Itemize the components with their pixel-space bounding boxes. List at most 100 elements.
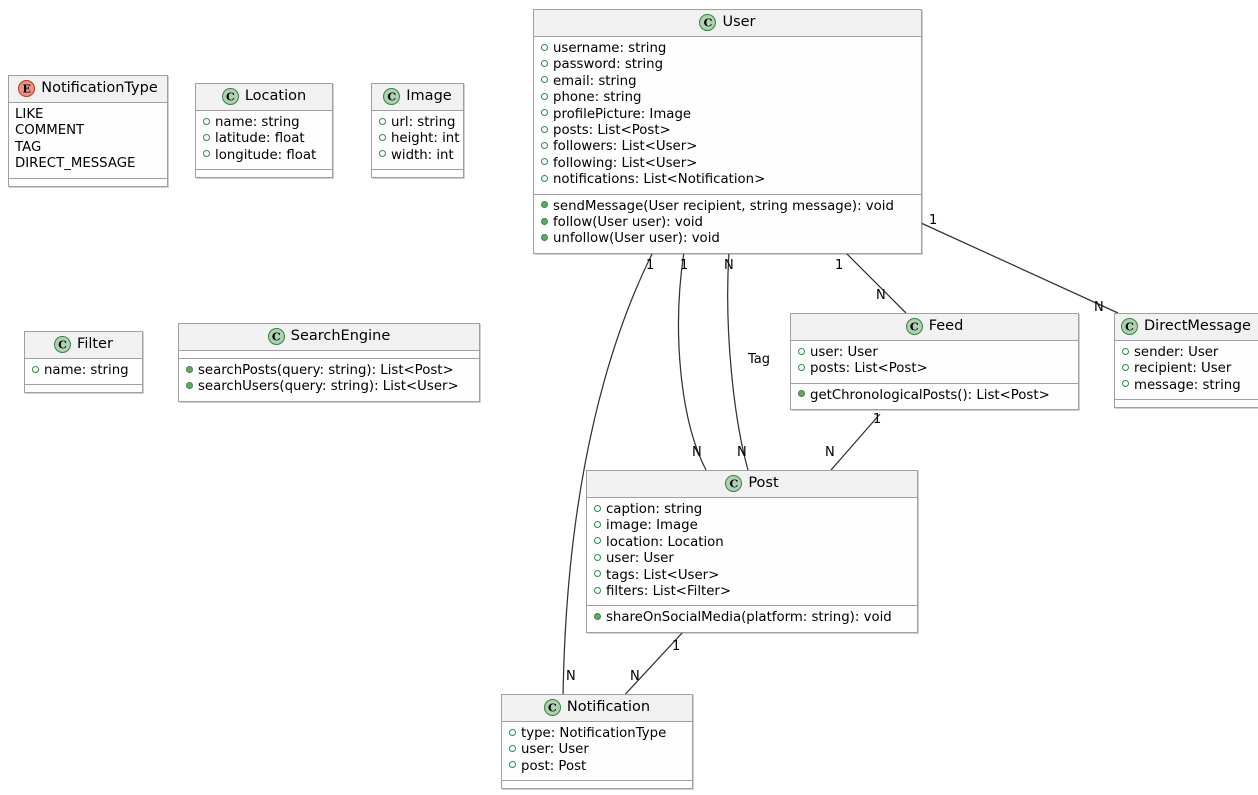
public-method-icon <box>541 201 548 209</box>
public-field-icon <box>594 537 601 545</box>
field-label: following: List<User> <box>553 155 698 171</box>
field-row: posts: List<Post> <box>540 123 915 139</box>
field-row: user: User <box>508 742 686 758</box>
class-name-image: Image <box>406 88 452 105</box>
public-field-icon <box>541 59 548 67</box>
field-label: posts: List<Post> <box>553 123 671 139</box>
methods-section-location-empty <box>196 169 332 178</box>
class-name-filter: Filter <box>77 336 113 353</box>
method-label: getChronologicalPosts(): List<Post> <box>810 387 1050 403</box>
methods-section-feed: getChronologicalPosts(): List<Post> <box>791 382 1078 410</box>
public-field-icon <box>541 92 548 100</box>
methods-section-directmessage-empty <box>1115 399 1258 408</box>
edge-user-directmessage <box>920 222 1119 314</box>
enum-value: DIRECT_MESSAGE <box>15 156 136 172</box>
field-row: longitude: float <box>202 148 326 164</box>
method-row: sendMessage(User recipient, string messa… <box>540 199 915 215</box>
field-label: message: string <box>1134 377 1241 393</box>
public-field-icon <box>509 744 516 752</box>
class-stereotype-icon: C <box>543 699 561 716</box>
public-method-icon <box>541 217 548 225</box>
edge-label-user-tag-n: N <box>724 258 734 273</box>
edge-label-user-feed-1: 1 <box>835 258 844 273</box>
class-name-notificationtype: NotificationType <box>41 80 158 97</box>
public-field-icon <box>509 761 516 769</box>
class-name-user: User <box>722 14 756 31</box>
fields-section-notification: type: NotificationType user: User post: … <box>502 722 692 781</box>
class-stereotype-icon: C <box>221 88 239 105</box>
public-field-icon <box>541 174 548 182</box>
edge-label-post-notification-1: 1 <box>672 639 681 654</box>
field-label: post: Post <box>521 758 587 774</box>
method-label: shareOnSocialMedia(platform: string): vo… <box>606 610 892 626</box>
field-label: height: int <box>391 131 460 147</box>
field-row: sender: User <box>1121 345 1258 361</box>
public-field-icon <box>541 158 548 166</box>
field-row: password: string <box>540 57 915 73</box>
method-label: sendMessage(User recipient, string messa… <box>553 198 894 214</box>
field-row: image: Image <box>593 518 911 534</box>
field-label: width: int <box>391 147 454 163</box>
public-field-icon <box>541 76 548 84</box>
enum-methods-section-empty <box>9 177 167 186</box>
methods-section-notification-empty <box>502 780 692 789</box>
method-row: searchPosts(query: string): List<Post> <box>185 363 473 379</box>
public-field-icon <box>798 363 805 371</box>
methods-section-user: sendMessage(User recipient, string messa… <box>534 193 921 253</box>
method-label: searchPosts(query: string): List<Post> <box>198 363 454 378</box>
class-name-directmessage: DirectMessage <box>1144 318 1251 335</box>
class-header-user: C User <box>534 10 921 37</box>
class-box-directmessage[interactable]: C DirectMessage sender: User recipient: U… <box>1114 313 1258 409</box>
class-name-post: Post <box>748 475 779 492</box>
field-label: latitude: float <box>215 131 305 147</box>
public-field-icon <box>541 141 548 149</box>
field-label: password: string <box>553 57 664 73</box>
fields-section-directmessage: sender: User recipient: User message: st… <box>1115 341 1258 400</box>
field-label: profilePicture: Image <box>553 106 692 122</box>
fields-section-feed: user: User posts: List<Post> <box>791 341 1078 383</box>
class-stereotype-icon: C <box>1121 318 1138 335</box>
field-row: username: string <box>540 41 915 57</box>
public-field-icon <box>594 504 601 512</box>
field-label: name: string <box>215 115 300 130</box>
field-label: email: string <box>553 73 637 89</box>
fields-section-searchengine-empty <box>179 351 479 358</box>
field-row: location: Location <box>593 535 911 551</box>
field-row: filters: List<Filter> <box>593 584 911 600</box>
field-label: recipient: User <box>1134 361 1232 377</box>
public-method-icon <box>186 381 193 389</box>
edge-label-post-user-n: N <box>692 445 702 460</box>
class-header-directmessage: C DirectMessage <box>1115 314 1258 341</box>
enum-value: TAG <box>15 139 42 155</box>
field-label: url: string <box>391 115 456 130</box>
field-row: profilePicture: Image <box>540 107 915 123</box>
field-label: posts: List<Post> <box>810 361 928 377</box>
fields-section-location: name: string latitude: float longitude: … <box>196 111 332 170</box>
field-row: followers: List<User> <box>540 139 915 155</box>
field-row: height: int <box>378 131 460 147</box>
public-field-icon <box>32 365 39 373</box>
public-method-icon <box>594 612 601 620</box>
edge-label-tag-role: Tag <box>748 352 771 367</box>
field-label: longitude: float <box>215 147 317 163</box>
fields-section-post: caption: string image: Image location: L… <box>587 498 917 606</box>
public-field-icon <box>1122 363 1129 371</box>
field-row: recipient: User <box>1121 361 1258 377</box>
class-stereotype-icon: C <box>54 336 72 353</box>
class-stereotype-icon: C <box>699 14 717 31</box>
method-row: searchUsers(query: string): List<User> <box>185 379 473 395</box>
